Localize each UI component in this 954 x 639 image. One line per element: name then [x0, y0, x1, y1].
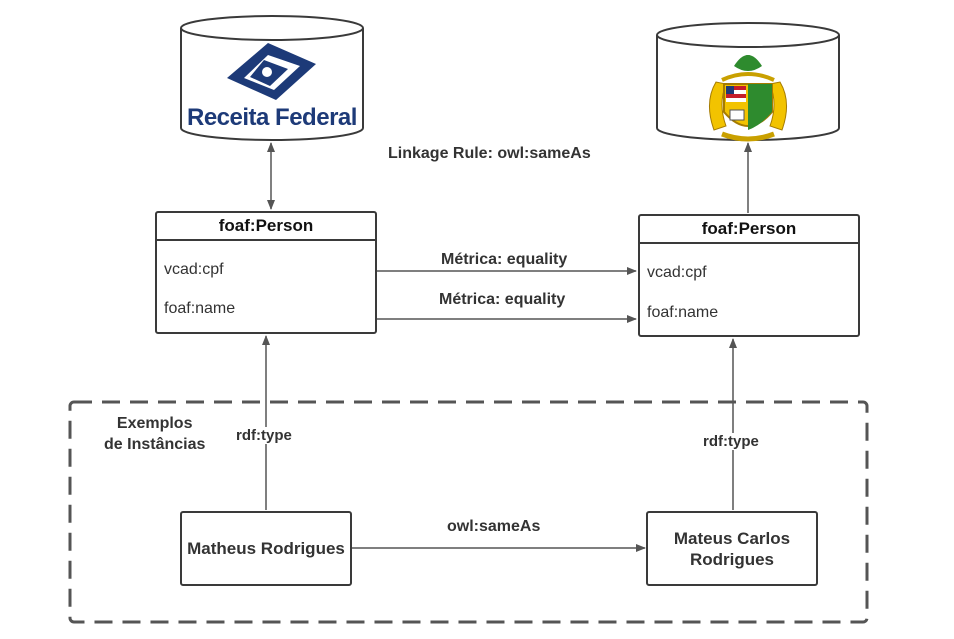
- linkage-rule-label: Linkage Rule: owl:sameAs: [388, 145, 591, 162]
- instances-group-label-line2: de Instâncias: [104, 436, 206, 453]
- left-attr-cpf: vcad:cpf: [164, 261, 224, 278]
- receita-federal-logo-icon: [227, 43, 316, 100]
- metric-name-label: Métrica: equality: [439, 291, 566, 308]
- right-class-title: foaf:Person: [640, 216, 858, 244]
- instance-sameas-label: owl:sameAs: [447, 518, 541, 535]
- instances-group-label-line1: Exemplos: [116, 415, 193, 432]
- right-attr-name: foaf:name: [647, 304, 719, 321]
- left-attr-name: foaf:name: [164, 300, 236, 317]
- instances-group-label: Exemplos de Instâncias: [104, 413, 205, 455]
- right-foaf-person-class[interactable]: foaf:Person vcad:cpf foaf:name: [638, 214, 860, 337]
- right-instance-label-line1: Mateus Carlos: [673, 528, 791, 548]
- coat-of-arms-icon: [709, 55, 787, 142]
- left-foaf-person-class[interactable]: foaf:Person vcad:cpf foaf:name: [155, 211, 377, 334]
- instances-group-border: [68, 400, 869, 624]
- receita-federal-logo-text: Receita Federal: [187, 104, 357, 131]
- metric-cpf-label: Métrica: equality: [441, 251, 568, 268]
- left-instance-matheus-rodrigues[interactable]: Matheus Rodrigues: [180, 511, 352, 586]
- right-instance-mateus-carlos-rodrigues[interactable]: Mateus Carlos Rodrigues: [646, 511, 818, 586]
- right-instance-label-line2: Rodrigues: [689, 549, 775, 569]
- right-rdf-type-label: rdf:type: [702, 433, 760, 450]
- left-rdf-type-label: rdf:type: [235, 427, 293, 444]
- left-instance-label: Matheus Rodrigues: [187, 539, 345, 558]
- left-class-title: foaf:Person: [157, 213, 375, 241]
- right-attr-cpf: vcad:cpf: [647, 264, 707, 281]
